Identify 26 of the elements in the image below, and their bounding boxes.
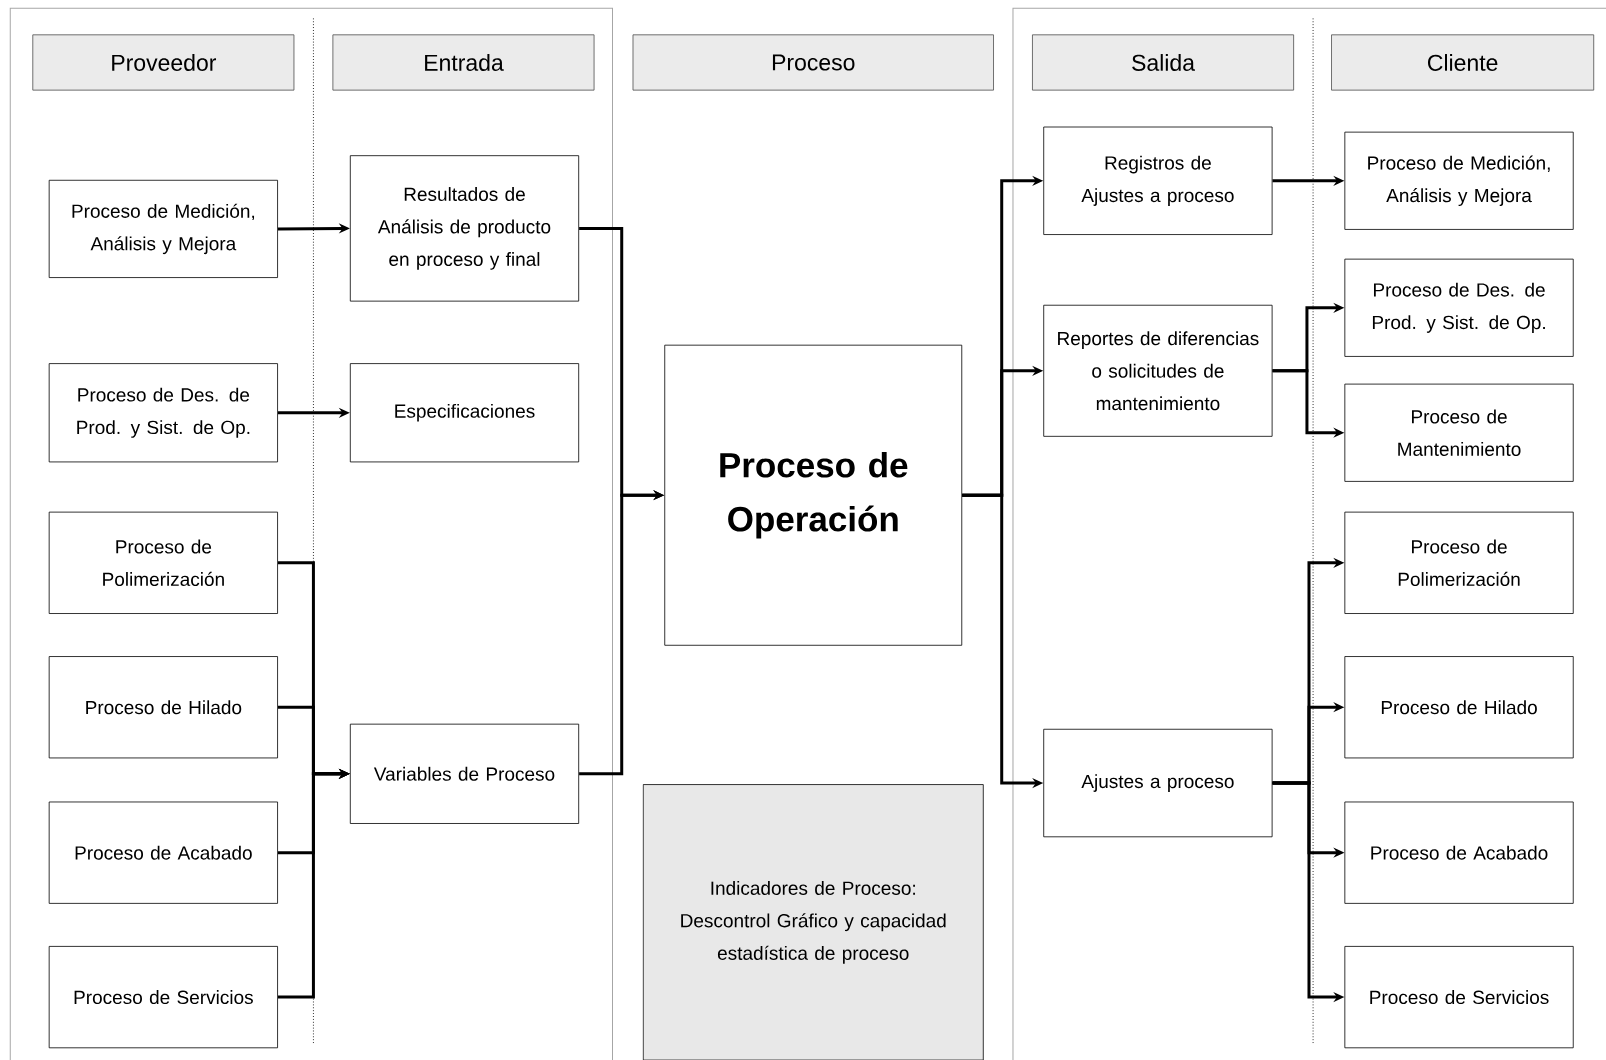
process-box: Reportes de diferencias o solicitudes de mantenimiento bbox=[1043, 304, 1273, 437]
process-box: Proceso de Polimerización bbox=[48, 511, 278, 614]
main-process-box: Proceso de Operación bbox=[664, 344, 963, 646]
process-box: Resultados de Análisis de producto en proceso y final bbox=[349, 155, 580, 302]
process-box: Proceso de Acabado bbox=[1344, 801, 1574, 904]
process-box: Proceso de Hilado bbox=[48, 656, 278, 759]
process-box: Proceso de Des. de Prod. y Sist. de Op. bbox=[48, 363, 278, 463]
process-box: Proceso de Polimerización bbox=[1344, 511, 1574, 614]
process-box: Proceso de Medición, Análisis y Mejora bbox=[1344, 131, 1574, 230]
column-header: Entrada bbox=[332, 34, 595, 91]
process-box: Proceso de Hilado bbox=[1344, 656, 1574, 759]
column-header: Proceso bbox=[632, 34, 994, 91]
process-box: Proceso de Des. de Prod. y Sist. de Op. bbox=[1344, 258, 1574, 357]
process-box: Proceso de Servicios bbox=[1344, 945, 1574, 1049]
process-box: Variables de Proceso bbox=[349, 723, 580, 824]
column-header: Cliente bbox=[1331, 34, 1595, 91]
process-box: Proceso de Acabado bbox=[48, 801, 278, 904]
column-header: Proveedor bbox=[32, 34, 295, 91]
process-box: Proceso de Mantenimiento bbox=[1344, 383, 1574, 482]
indicator-box: Indicadores de Proceso: Descontrol Gráfico y capacidad estadística de proceso bbox=[642, 784, 984, 1060]
column-header: Salida bbox=[1032, 34, 1295, 91]
process-box: Proceso de Medición, Análisis y Mejora bbox=[48, 179, 278, 278]
process-box: Registros de Ajustes a proceso bbox=[1043, 126, 1273, 235]
process-box: Proceso de Servicios bbox=[48, 945, 278, 1049]
process-box: Ajustes a proceso bbox=[1043, 728, 1273, 838]
process-box: Especificaciones bbox=[349, 363, 580, 463]
